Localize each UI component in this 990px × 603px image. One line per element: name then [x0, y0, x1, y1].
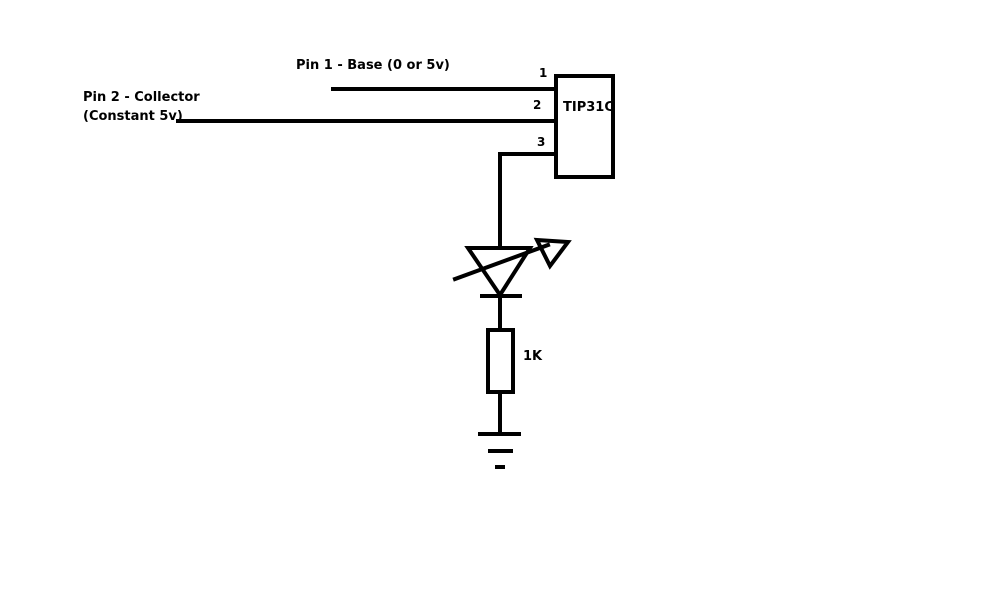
- transistor-tip31c: [554, 74, 615, 179]
- collector-wire-label-line1: Pin 2 - Collector: [83, 90, 200, 105]
- pin-number-1: 1: [539, 66, 547, 80]
- ground-symbol: [478, 432, 521, 469]
- transistor-label: TIP31C: [563, 100, 614, 115]
- pin-number-2: 2: [533, 98, 541, 112]
- led-arrow-head: [533, 237, 572, 270]
- led-triangle: [464, 246, 534, 299]
- resistor-1k: [486, 328, 515, 394]
- emitter-wire: [498, 152, 558, 250]
- led-arrow-shaft: [452, 242, 551, 282]
- pin-number-3: 3: [537, 135, 545, 149]
- collector-wire-label-line2: (Constant 5v): [83, 109, 183, 124]
- base-wire-label: Pin 1 - Base (0 or 5v): [296, 58, 450, 73]
- resistor-label: 1K: [523, 349, 543, 364]
- led-symbol: [452, 237, 572, 299]
